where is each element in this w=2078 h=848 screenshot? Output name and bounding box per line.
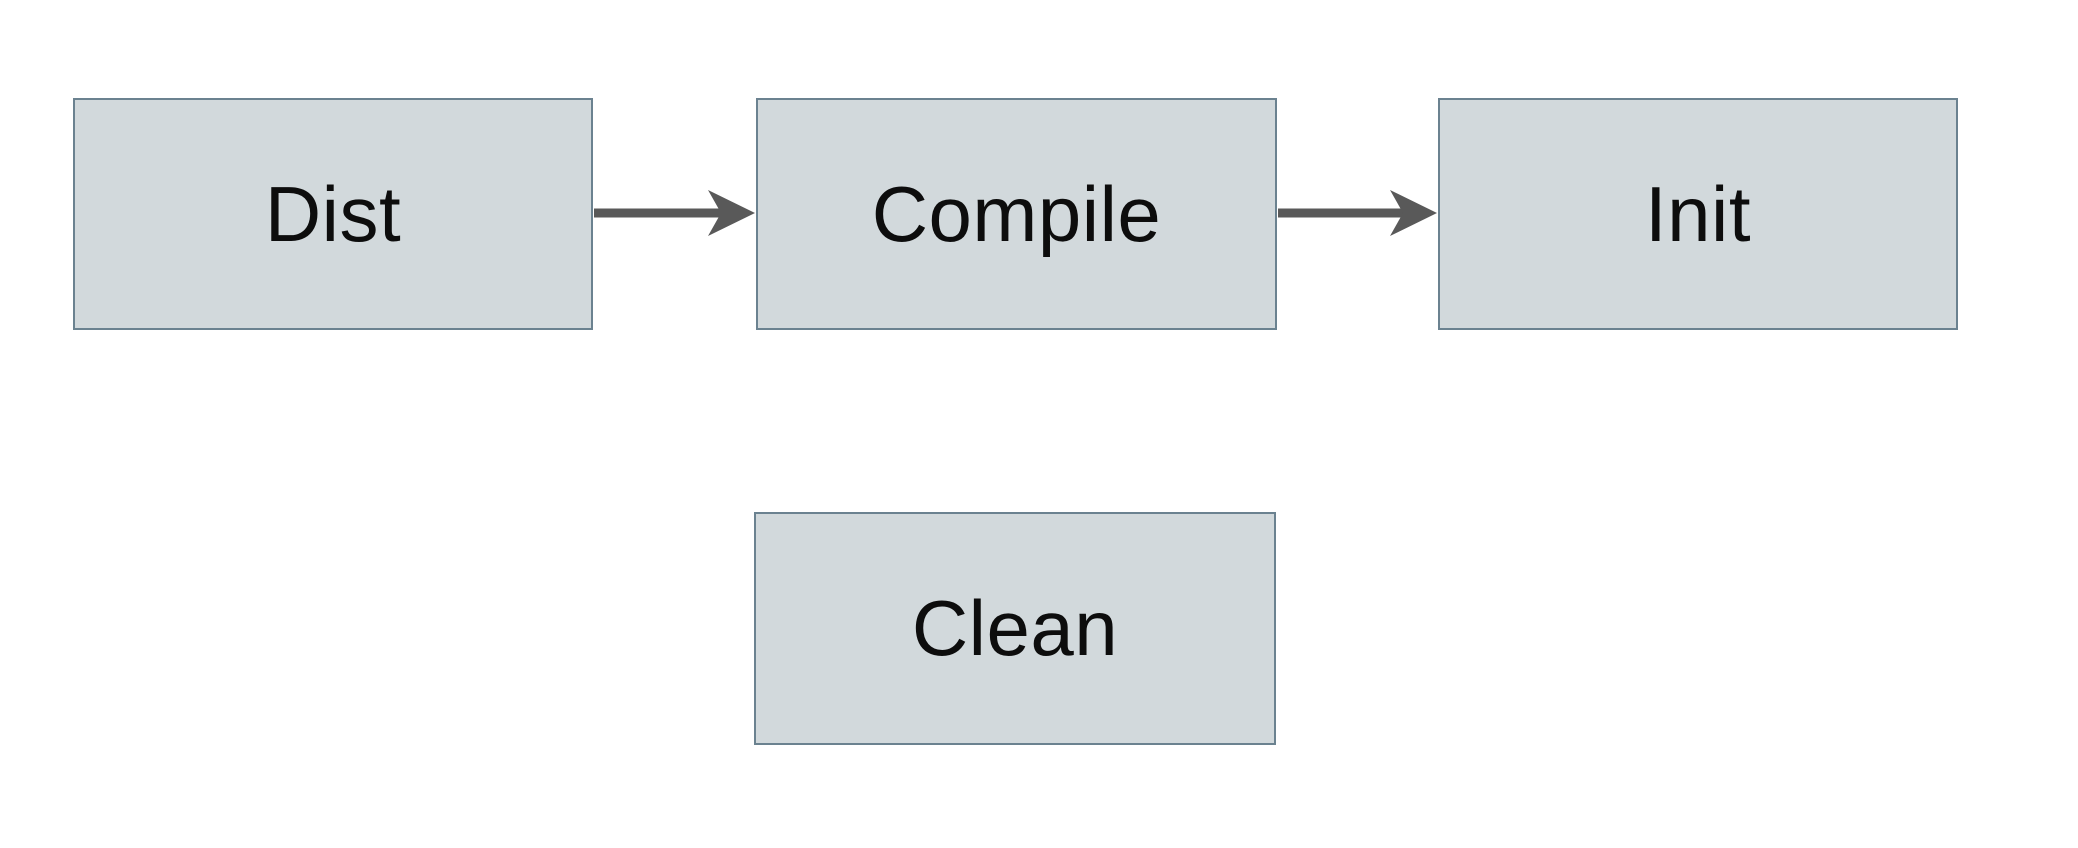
node-clean: Clean (754, 512, 1276, 745)
node-dist: Dist (73, 98, 593, 330)
node-compile: Compile (756, 98, 1277, 330)
node-init-label: Init (1644, 169, 1752, 258)
node-init: Init (1438, 98, 1958, 330)
node-dist-label: Dist (264, 169, 402, 258)
arrow-compile-to-init (1278, 190, 1437, 236)
node-compile-label: Compile (871, 169, 1162, 258)
node-clean-label: Clean (911, 584, 1119, 672)
arrow-dist-to-compile (594, 190, 755, 236)
